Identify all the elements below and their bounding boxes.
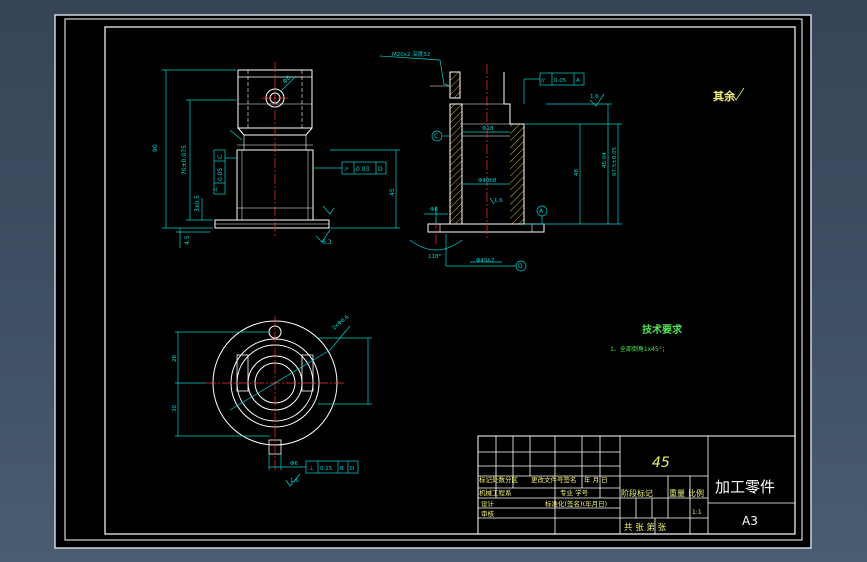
row-scale-label: 比例 xyxy=(688,488,704,498)
bottom-view-dimensions xyxy=(175,325,372,487)
front-dim-b: 3x0.5 xyxy=(194,195,201,212)
section-thread-note: M20x2 深度32 xyxy=(392,50,430,58)
design-label: 设计 xyxy=(481,499,495,508)
section-rough-top: 1.6 xyxy=(590,94,599,100)
section-dim-bore: Φ18 xyxy=(482,126,494,132)
section-view-dimensions xyxy=(379,55,622,272)
section-datum-c: C xyxy=(434,133,438,140)
front-dim-right: 45 xyxy=(389,188,396,196)
dept: 机械工程系 xyxy=(479,488,512,497)
front-tol-perp-value: 0.05 xyxy=(217,167,224,181)
sheet-outer-border xyxy=(64,18,803,541)
front-rough: 6.3 xyxy=(322,239,332,246)
section-dim-side: Φ6 xyxy=(430,207,438,213)
front-tol-perp-symbol: ⊥ xyxy=(212,187,219,192)
tech-req-title: 技术要求 xyxy=(642,323,683,336)
section-rough-side: 1.6 xyxy=(494,198,503,204)
title-block xyxy=(477,435,796,535)
bottom-dim-slot: Φ6 xyxy=(290,461,298,467)
standard-label: 标准化(签名)(年月日) xyxy=(545,499,607,508)
section-view-hatch xyxy=(450,72,524,224)
section-dim-bore2: Φ40h8 xyxy=(478,178,497,184)
bottom-dim-2: 30 xyxy=(172,405,178,412)
section-dim-h1: 48 xyxy=(574,169,580,176)
sheet-size: A3 xyxy=(742,514,758,528)
row-change: 更改文件号签名 xyxy=(531,475,577,484)
front-tol-run-datum: D xyxy=(378,166,383,173)
tech-req-item: 1、全部倒角1x45°； xyxy=(610,345,668,353)
review-label: 审核 xyxy=(481,509,495,518)
section-dim-h2: 45.04 xyxy=(602,152,608,168)
drawing-sheet xyxy=(54,14,812,549)
front-tol-run-symbol: ↗ xyxy=(344,166,349,173)
front-hole-note: Φ8 xyxy=(281,74,292,85)
front-view-labels: 90 70±0.075 3x0.5 4.5 ⊥ 0.05 C ↗ 0.03 D … xyxy=(152,74,396,246)
bottom-tol-datum1: B xyxy=(340,466,344,472)
material: 45 xyxy=(652,455,670,471)
section-dim-bottom: Φ45h7 xyxy=(476,258,495,264)
section-view-labels: M20x2 深度32 // 0.05 A 1.6 C D A Φ18 Φ40h8… xyxy=(392,50,618,270)
roughness-rest-symbol xyxy=(731,87,745,101)
front-view-centerlines xyxy=(262,62,288,236)
sheets-label: 共 张 第 张 xyxy=(624,522,667,533)
roughness-rest-label: 其余 xyxy=(713,89,736,103)
front-tol-perp-datum: C xyxy=(217,155,224,159)
scale-value: 1:1 xyxy=(692,509,702,516)
bottom-rough: 1.6 xyxy=(290,478,299,484)
sheet-inner-border xyxy=(104,26,796,535)
front-dim-a: 70±0.075 xyxy=(181,145,188,175)
section-tol-top-datum: A xyxy=(576,78,580,84)
row-mark: 标记处数分区 xyxy=(479,475,519,484)
part-name: 加工零件 xyxy=(715,478,775,496)
front-dim-height: 90 xyxy=(152,144,159,152)
section-dim-h3: 67.5±0.05 xyxy=(612,146,618,176)
front-dim-c: 4.5 xyxy=(184,235,191,245)
section-dim-angle: 118° xyxy=(428,254,441,260)
section-datum-a: A xyxy=(539,208,544,215)
bottom-tol-symbol: ⊥ xyxy=(309,466,314,472)
row-stage: 阶段标记 xyxy=(621,488,653,498)
bottom-tol-value: 0.15 xyxy=(320,466,333,472)
section-datum-d: D xyxy=(518,263,523,270)
bottom-tol-datum2: D xyxy=(350,466,354,472)
front-view-dimensions xyxy=(162,69,400,248)
front-tol-run-value: 0.03 xyxy=(356,166,370,173)
bottom-dim-1: 28 xyxy=(172,355,178,362)
title-block-text: 45 加工零件 A3 1:1 标记处数分区 更改文件号签名 年 月 日 阶段标记… xyxy=(479,455,775,533)
major: 专业 学号 xyxy=(560,488,589,497)
row-weight: 重量 xyxy=(669,488,685,498)
row-date: 年 月 日 xyxy=(584,475,608,484)
section-tol-top-symbol: // xyxy=(541,78,545,84)
section-tol-top-value: 0.05 xyxy=(554,78,567,84)
